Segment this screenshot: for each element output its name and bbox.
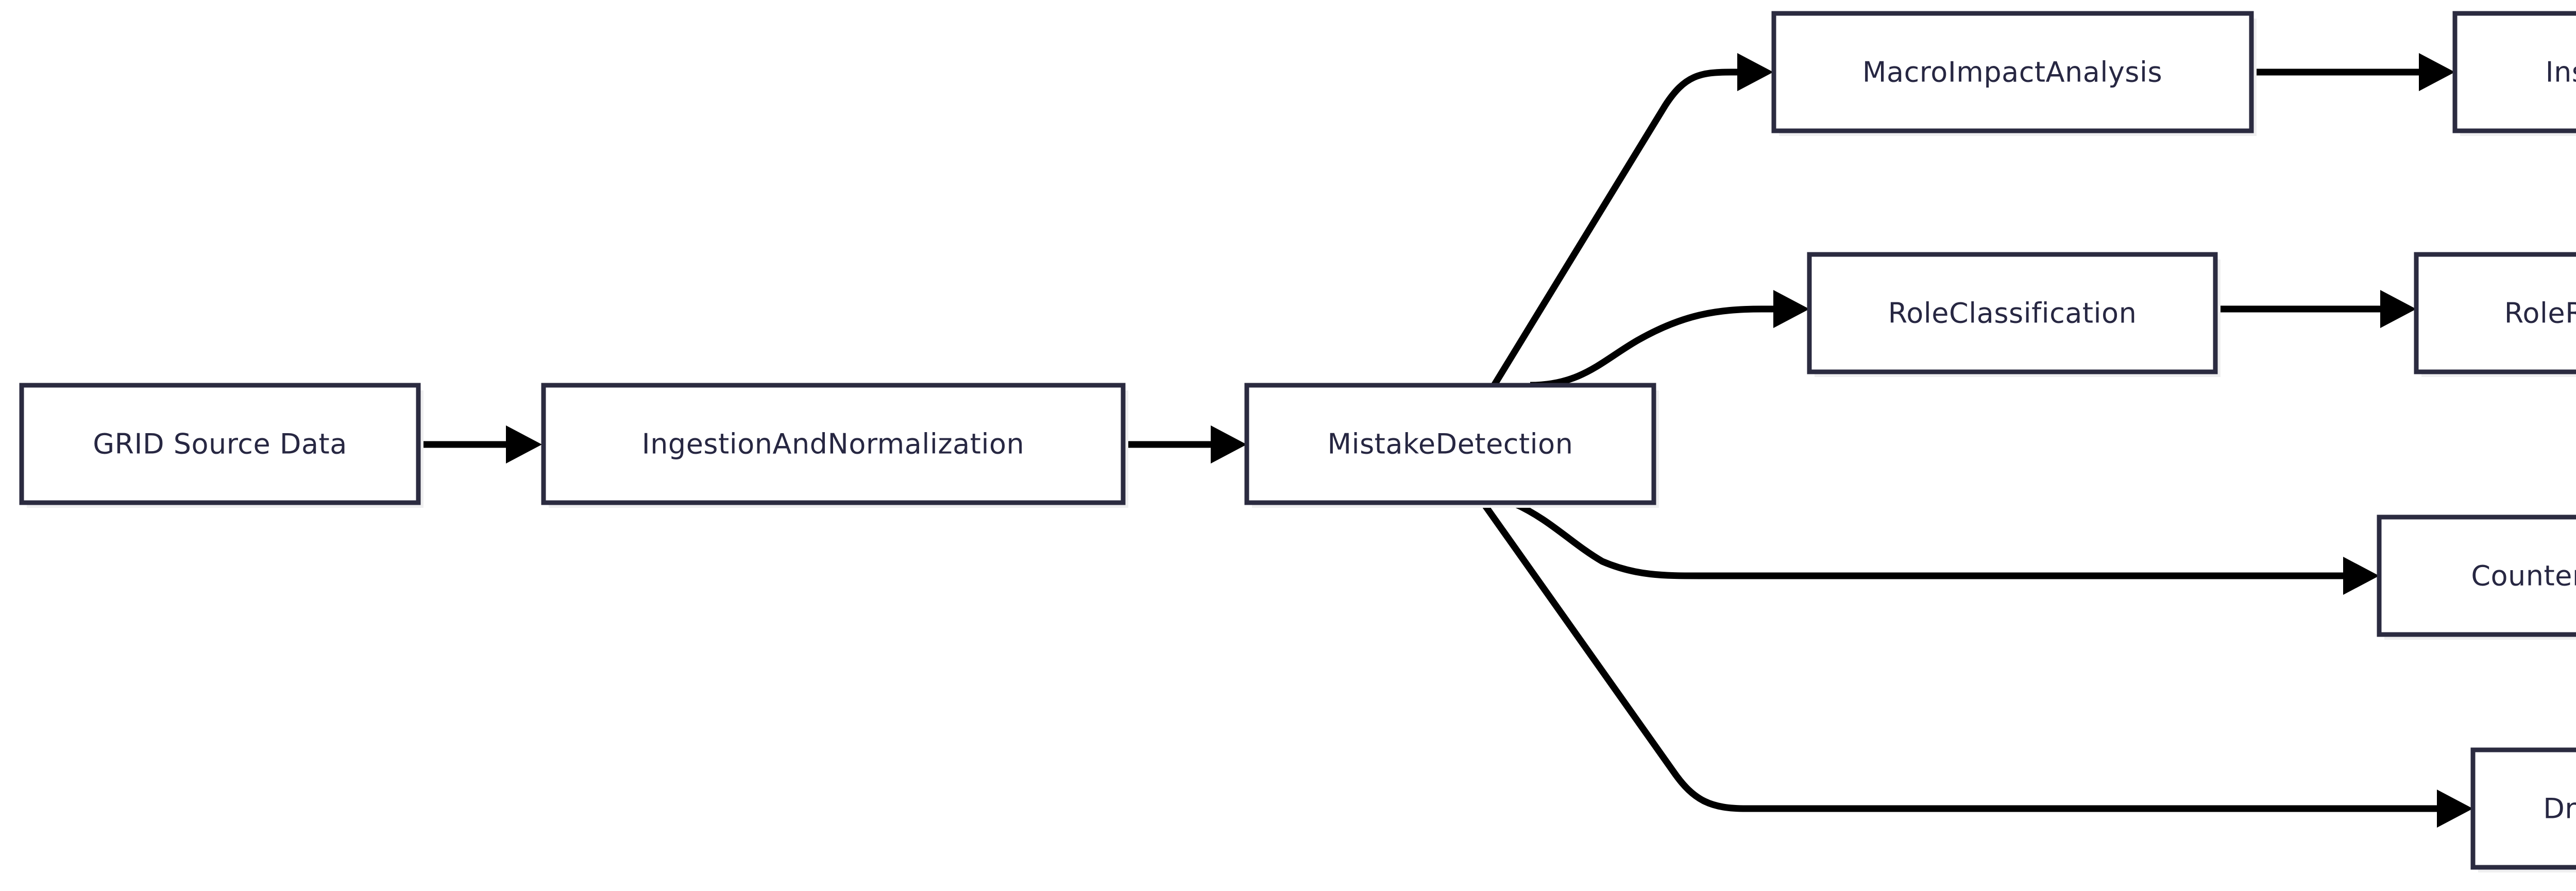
edge-mistake-detection-to-role-classification (1530, 290, 1809, 389)
node-label-ingestion-and-normalization: IngestionAndNormalization (642, 428, 1024, 460)
node-label-grid-source-data: GRID Source Data (93, 428, 347, 460)
node-label-drill-generation: DrillGeneration (2543, 793, 2576, 825)
edge-mistake-detection-to-counterfactual-simulations (1513, 501, 2379, 595)
node-ingestion-and-normalization[interactable]: IngestionAndNormalization (541, 383, 1128, 508)
node-role-recommendations[interactable]: RoleRecommendations (2414, 252, 2576, 377)
node-mistake-detection[interactable]: MistakeDetection (1244, 383, 1659, 508)
node-layer: GRID Source Data IngestionAndNormalizati… (19, 11, 2576, 872)
edge-grid-source-data-to-ingestion-and-normalization (418, 425, 542, 464)
node-label-macro-impact-analysis: MacroImpactAnalysis (1862, 56, 2162, 89)
node-label-insight-generation: InsightGeneration (2546, 56, 2576, 89)
node-counterfactual-simulations[interactable]: CounterfactualSimulations (2377, 515, 2576, 640)
node-grid-source-data[interactable]: GRID Source Data (19, 383, 423, 508)
node-role-classification[interactable]: RoleClassification (1807, 252, 2221, 377)
edge-layer (418, 53, 2473, 828)
node-label-mistake-detection: MistakeDetection (1328, 428, 1573, 460)
node-label-counterfactual-simulations: CounterfactualSimulations (2471, 560, 2576, 592)
node-label-role-classification: RoleClassification (1888, 297, 2137, 330)
edge-macro-impact-analysis-to-insight-generation (2251, 53, 2455, 91)
node-insight-generation[interactable]: InsightGeneration (2452, 11, 2576, 136)
node-label-role-recommendations: RoleRecommendations (2504, 297, 2576, 330)
edge-mistake-detection-to-macro-impact-analysis (1491, 53, 1773, 387)
edge-role-classification-to-role-recommendations (2215, 290, 2416, 328)
edge-mistake-detection-to-drill-generation (1481, 502, 2473, 828)
edge-ingestion-and-normalization-to-mistake-detection (1123, 425, 1247, 464)
node-drill-generation[interactable]: DrillGeneration (2470, 747, 2576, 872)
node-macro-impact-analysis[interactable]: MacroImpactAnalysis (1771, 11, 2257, 136)
